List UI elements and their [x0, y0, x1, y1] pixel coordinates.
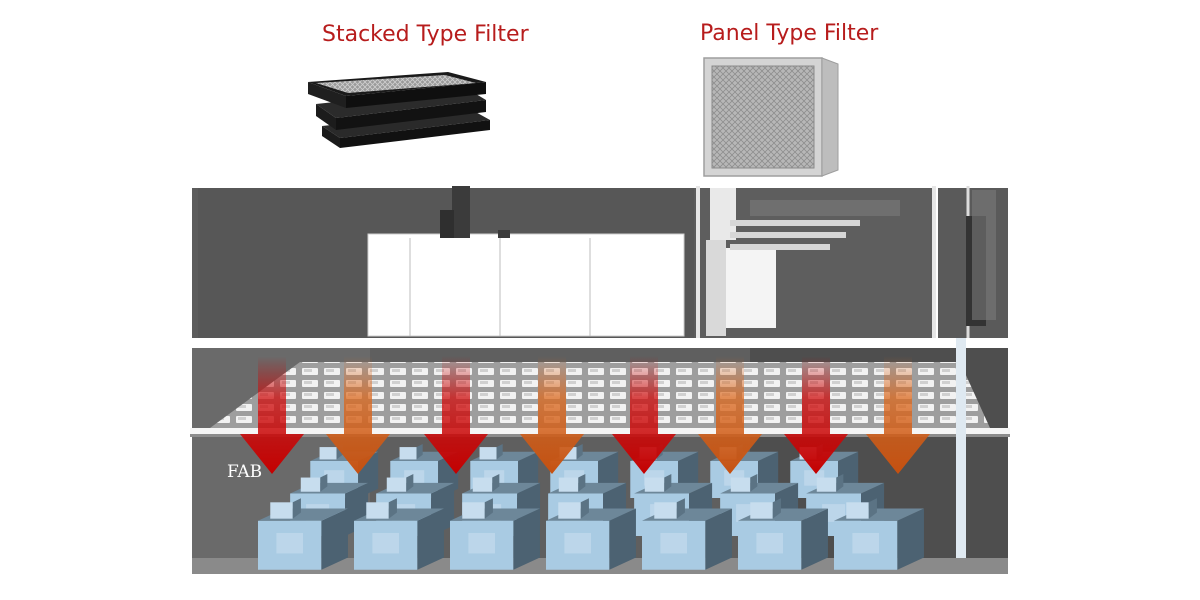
fab-cross-section-diagram	[190, 186, 1010, 574]
panel-filter-image	[703, 57, 839, 177]
stacked-type-filter-title: Stacked Type Filter	[322, 22, 529, 47]
stacked-filter-image	[308, 72, 490, 148]
panel-type-filter-title: Panel Type Filter	[700, 21, 879, 46]
fab-label: FAB	[227, 462, 263, 482]
